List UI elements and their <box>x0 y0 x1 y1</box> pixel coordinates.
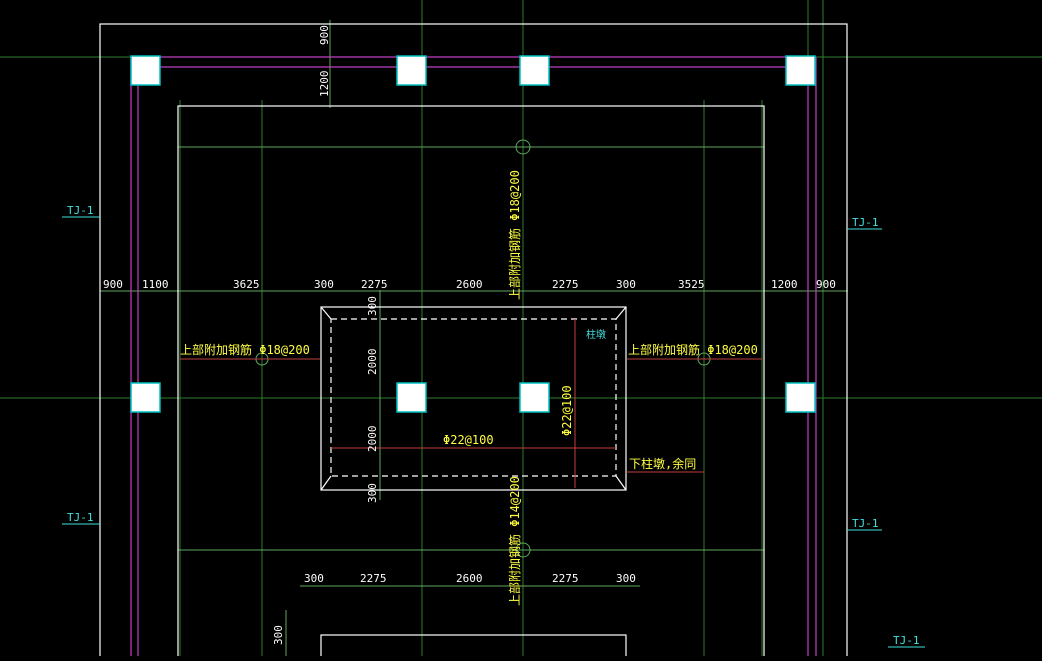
rebar-label-right: 上部附加钢筋 Φ18@200 <box>628 342 758 357</box>
dim-vertical-4: 300 <box>366 483 379 503</box>
pit-chamfer-tl <box>320 306 332 320</box>
tj-label-top-right: TJ-1 <box>852 216 879 229</box>
pit-chamfer-br <box>615 475 627 491</box>
dim-main-10: 900 <box>816 278 836 291</box>
dim-bottom-4: 300 <box>616 572 636 585</box>
dim-vertical-5: 300 <box>272 625 285 645</box>
pit-chamfer-tr <box>615 306 627 320</box>
pit-outer-outline <box>320 306 627 491</box>
pit-inner-outline <box>330 318 617 477</box>
dimension-lines <box>100 20 848 656</box>
axis-bubble-bottom <box>515 542 531 558</box>
column-t3[interactable] <box>519 55 550 86</box>
rebar-label-left: 上部附加钢筋 Φ18@200 <box>180 342 310 357</box>
axis-bubble-top <box>515 139 531 155</box>
inner-slab-outline <box>177 105 765 661</box>
dim-vertical-3: 2000 <box>366 426 379 453</box>
dim-bottom-2: 2600 <box>456 572 483 585</box>
lower-pit-outline <box>320 634 627 661</box>
dim-main-7: 300 <box>616 278 636 291</box>
columns <box>130 55 816 413</box>
dim-vertical-1: 300 <box>366 296 379 316</box>
dim-main-8: 3525 <box>678 278 705 291</box>
column-mr[interactable] <box>785 382 816 413</box>
dim-top-1200: 1200 <box>318 71 331 98</box>
rebar-lines <box>180 319 762 488</box>
drawing-texts: 900 1200 900 1100 3625 300 2275 2600 227… <box>67 25 920 647</box>
dim-bottom-3: 2275 <box>552 572 579 585</box>
dim-main-6: 2275 <box>552 278 579 291</box>
pit-chamfer-bl <box>320 475 332 491</box>
dim-bottom-0: 300 <box>304 572 324 585</box>
dim-main-5: 2600 <box>456 278 483 291</box>
slab-outlines <box>99 23 848 661</box>
dim-vertical-2: 2000 <box>366 349 379 376</box>
dim-top-900: 900 <box>318 25 331 45</box>
column-tr[interactable] <box>785 55 816 86</box>
dim-main-3: 300 <box>314 278 334 291</box>
dim-bottom-1: 2275 <box>360 572 387 585</box>
tj-label-bottom-right: TJ-1 <box>852 517 879 530</box>
rebar-label-center-v: Φ22@100 <box>560 385 574 436</box>
column-ml[interactable] <box>130 382 161 413</box>
rebar-label-center-h: Φ22@100 <box>443 433 494 447</box>
dim-main-1: 1100 <box>142 278 169 291</box>
dim-main-2: 3625 <box>233 278 260 291</box>
wall-lines <box>130 56 817 656</box>
dim-main-9: 1200 <box>771 278 798 291</box>
tj-label-far-right: TJ-1 <box>893 634 920 647</box>
outer-slab-outline <box>99 23 848 661</box>
rebar-label-vertical-bottom: 上部附加钢筋 Φ14@200 <box>507 476 522 606</box>
rebar-label-vertical-top: 上部附加钢筋 Φ18@200 <box>507 170 522 300</box>
column-m3[interactable] <box>519 382 550 413</box>
column-m2[interactable] <box>396 382 427 413</box>
tj-label-bottom-left: TJ-1 <box>67 511 94 524</box>
tj-leader-lines <box>62 216 925 648</box>
tj-label-top-left: TJ-1 <box>67 204 94 217</box>
pit-note-label: 下柱墩,余同 <box>629 456 696 471</box>
column-tl[interactable] <box>130 55 161 86</box>
dim-main-0: 900 <box>103 278 123 291</box>
column-t2[interactable] <box>396 55 427 86</box>
dim-main-4: 2275 <box>361 278 388 291</box>
pit-label: 柱墩 <box>586 328 606 341</box>
